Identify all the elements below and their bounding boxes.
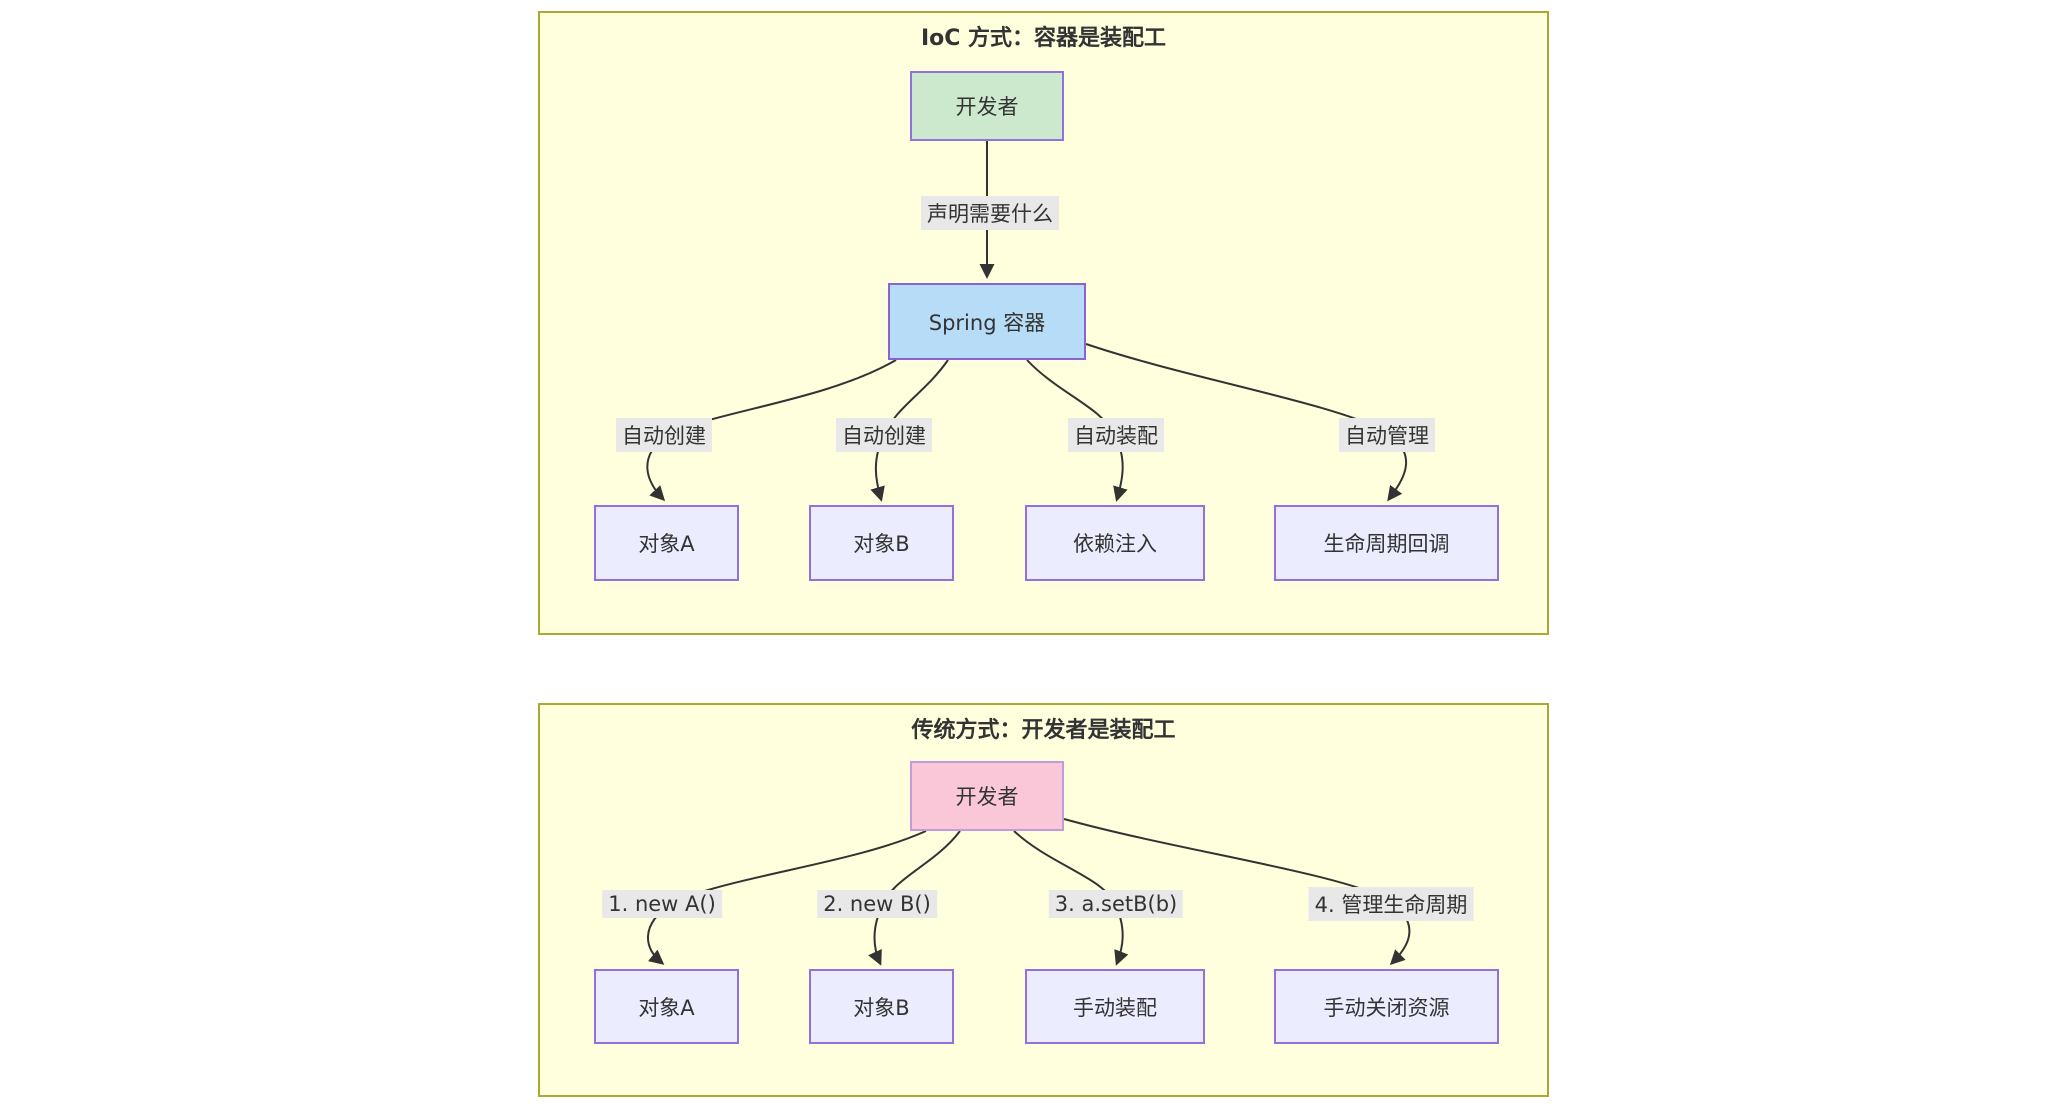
node-developer-traditional: 开发者	[910, 761, 1064, 831]
edge-label-auto-create-a: 自动创建	[616, 418, 712, 452]
edge-label-auto-wire: 自动装配	[1068, 418, 1164, 452]
node-dependency-injection: 依赖注入	[1025, 505, 1205, 581]
edge-label-new-b: 2. new B()	[817, 890, 937, 918]
node-object-b-ioc: 对象B	[809, 505, 954, 581]
edge-label-declare: 声明需要什么	[921, 196, 1059, 230]
node-manual-wire: 手动装配	[1025, 969, 1205, 1044]
edge-label-auto-create-b: 自动创建	[836, 418, 932, 452]
edge-label-set-b: 3. a.setB(b)	[1048, 890, 1184, 918]
node-lifecycle-callback: 生命周期回调	[1274, 505, 1499, 581]
node-object-b-traditional: 对象B	[809, 969, 954, 1044]
node-developer-ioc: 开发者	[910, 71, 1064, 141]
cluster-traditional: 传统方式：开发者是装配工 1. new A() 2. new B() 3. a.…	[538, 703, 1549, 1097]
node-spring-container: Spring 容器	[888, 283, 1086, 360]
ioc-title: IoC 方式：容器是装配工	[920, 26, 1167, 51]
edge-label-manage-lifecycle: 4. 管理生命周期	[1308, 887, 1474, 921]
edge-label-auto-manage: 自动管理	[1339, 418, 1435, 452]
node-object-a-traditional: 对象A	[594, 969, 739, 1044]
node-manual-close-resources: 手动关闭资源	[1274, 969, 1499, 1044]
cluster-ioc: IoC 方式：容器是装配工 声明需要什么 自动创建 自动创建 自动装配 自动管理…	[538, 11, 1549, 635]
traditional-title: 传统方式：开发者是装配工	[911, 718, 1176, 743]
edge-label-new-a: 1. new A()	[602, 890, 722, 918]
node-object-a-ioc: 对象A	[594, 505, 739, 581]
